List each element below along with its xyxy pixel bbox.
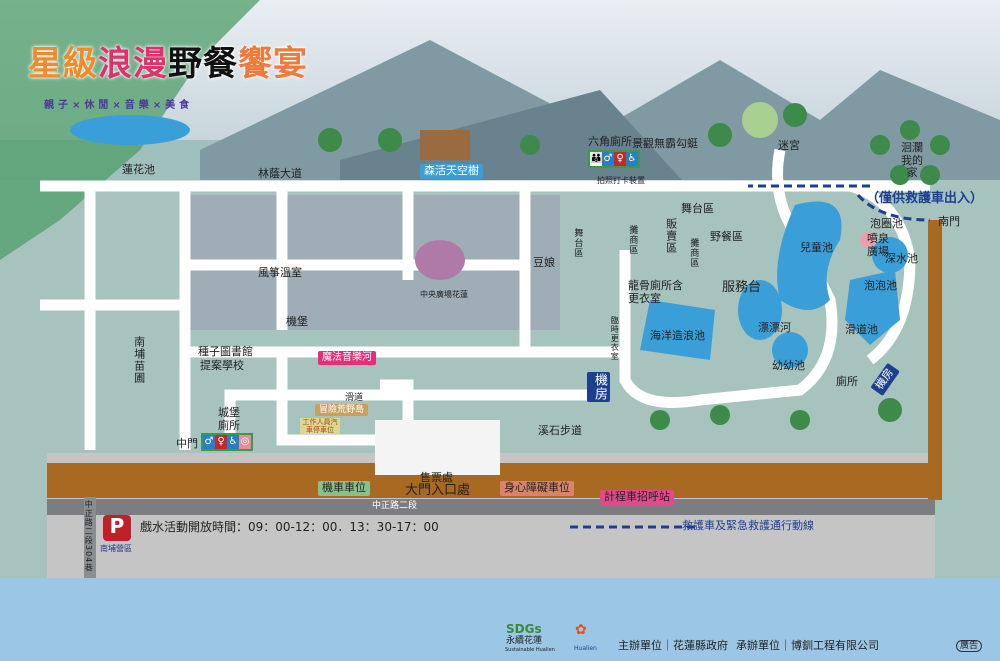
label-nursery: 南埔苗圃 xyxy=(132,336,146,384)
label-castle-toilet: 城堡廁所 xyxy=(218,406,240,432)
label-vendors-1: 攤商區 xyxy=(627,225,638,255)
label-damselfly: 豆娘 xyxy=(533,256,555,269)
label-vendors-2: 攤商區 xyxy=(688,238,699,268)
zhongzheng-road xyxy=(47,499,935,515)
label-camp: 南埔營區 xyxy=(100,544,132,553)
label-middle-gate: 中門 xyxy=(176,437,198,450)
label-stage-right: 舞台區 xyxy=(681,202,714,215)
label-avenue: 林蔭大道 xyxy=(258,167,302,180)
label-hex-toilet: 六角廁所 xyxy=(588,135,632,148)
main-gate xyxy=(375,420,500,475)
label-central-flower: 中央廣場花蓮 xyxy=(420,290,468,299)
label-lotus-pond: 蓮花池 xyxy=(122,163,155,176)
label-photo-spot: 拍照打卡裝置 xyxy=(597,176,645,185)
label-dragon-toilet: 龍骨廁所含更衣室 xyxy=(628,279,683,305)
label-toilet-east: 廁所 xyxy=(836,375,858,388)
label-bubble-pool: 泡泡池 xyxy=(864,279,897,292)
sky-tree-structure xyxy=(420,130,470,160)
hualien-flower-icon: ✿ xyxy=(575,622,587,638)
label-machine-room: 機房 xyxy=(587,372,610,402)
sdgs-cn: 永續花蓮 xyxy=(506,636,543,646)
label-bunker: 機堡 xyxy=(286,315,308,328)
label-proposal-school: 提案學校 xyxy=(200,359,244,372)
label-motor-parking: 機車車位 xyxy=(318,481,370,496)
label-slide: 滑道 xyxy=(345,393,364,403)
contractor: 承辦單位｜博釧工程有限公司 xyxy=(736,639,879,652)
label-bubble-pool-1: 泡圈池 xyxy=(870,217,903,230)
label-kite-greenhouse: 風箏溫室 xyxy=(258,266,302,279)
label-dragonfly: 景觀無霸勾蜓 xyxy=(632,137,698,150)
label-toddler-pool: 幼幼池 xyxy=(772,359,805,372)
parking-sign: P xyxy=(103,515,131,541)
label-deep-pool: 深水池 xyxy=(885,252,918,265)
label-maze: 迷宮 xyxy=(778,139,800,152)
label-adventure-island: 冒險荒野島 xyxy=(315,404,369,417)
hualien-logo: Hualien xyxy=(574,645,597,652)
label-road: 中正路二段 xyxy=(372,501,418,511)
label-service-desk: 服務台 xyxy=(722,280,762,295)
central-flower xyxy=(415,240,465,280)
label-ambulance-route: 救護車及緊急救護通行動線 xyxy=(682,519,814,532)
pools xyxy=(70,115,908,368)
label-home: 洄瀾我的家 xyxy=(901,141,923,180)
label-wave-pool: 海洋造浪池 xyxy=(650,329,705,342)
toilet-icons: 👪♂♀♿ xyxy=(588,150,640,168)
label-hours: 戲水活動開放時間：09：00-12：00．13：30-17：00 xyxy=(140,520,439,534)
label-ambulance-only: （僅供救護車出入） xyxy=(866,191,984,206)
label-stage-left: 舞台區 xyxy=(572,228,583,258)
label-stone-trail: 溪石步道 xyxy=(538,424,582,437)
label-magic-river: 魔法音樂河 xyxy=(318,351,376,365)
sdgs-logo: SDGs xyxy=(506,622,542,636)
event-subtitle: 親子×休閒×音樂×美食 xyxy=(44,100,194,111)
event-title: 星級浪漫野餐饗宴 xyxy=(28,44,308,84)
castle-toilet-icons: ♂♀♿◎ xyxy=(201,433,253,451)
label-lazy-river: 漂漂河 xyxy=(758,321,791,334)
label-sales: 販賣區 xyxy=(664,218,678,254)
organizer: 主辦單位｜花蓮縣政府 xyxy=(618,639,728,652)
label-seed-library: 種子圖書館 xyxy=(198,345,253,358)
sdgs-en: Sustainable Hualien xyxy=(505,647,555,653)
roads xyxy=(40,148,930,450)
label-lane: 中正路二段304巷 xyxy=(84,500,94,573)
label-kids-pool: 兒童池 xyxy=(800,241,833,254)
label-sky-tree: 森活天空樹 xyxy=(420,164,483,179)
label-fountain: 噴泉廣場 xyxy=(867,232,889,258)
label-ticket: 售票處 xyxy=(420,471,453,484)
label-main-entrance: 大門入口處 xyxy=(405,483,471,498)
label-slide-pool: 滑道池 xyxy=(845,323,878,336)
label-staff-parking: 工作人員汽車停車位 xyxy=(300,418,340,435)
ad-mark: 廣告 xyxy=(956,640,983,653)
trees xyxy=(318,102,950,430)
label-accessible-parking: 身心障礙車位 xyxy=(500,481,574,496)
label-temp-changing: 臨時更衣室 xyxy=(610,316,620,361)
label-taxi: 計程車招呼站 xyxy=(600,490,674,505)
label-south-gate: 南門 xyxy=(938,215,960,228)
label-picnic: 野餐區 xyxy=(710,230,743,243)
